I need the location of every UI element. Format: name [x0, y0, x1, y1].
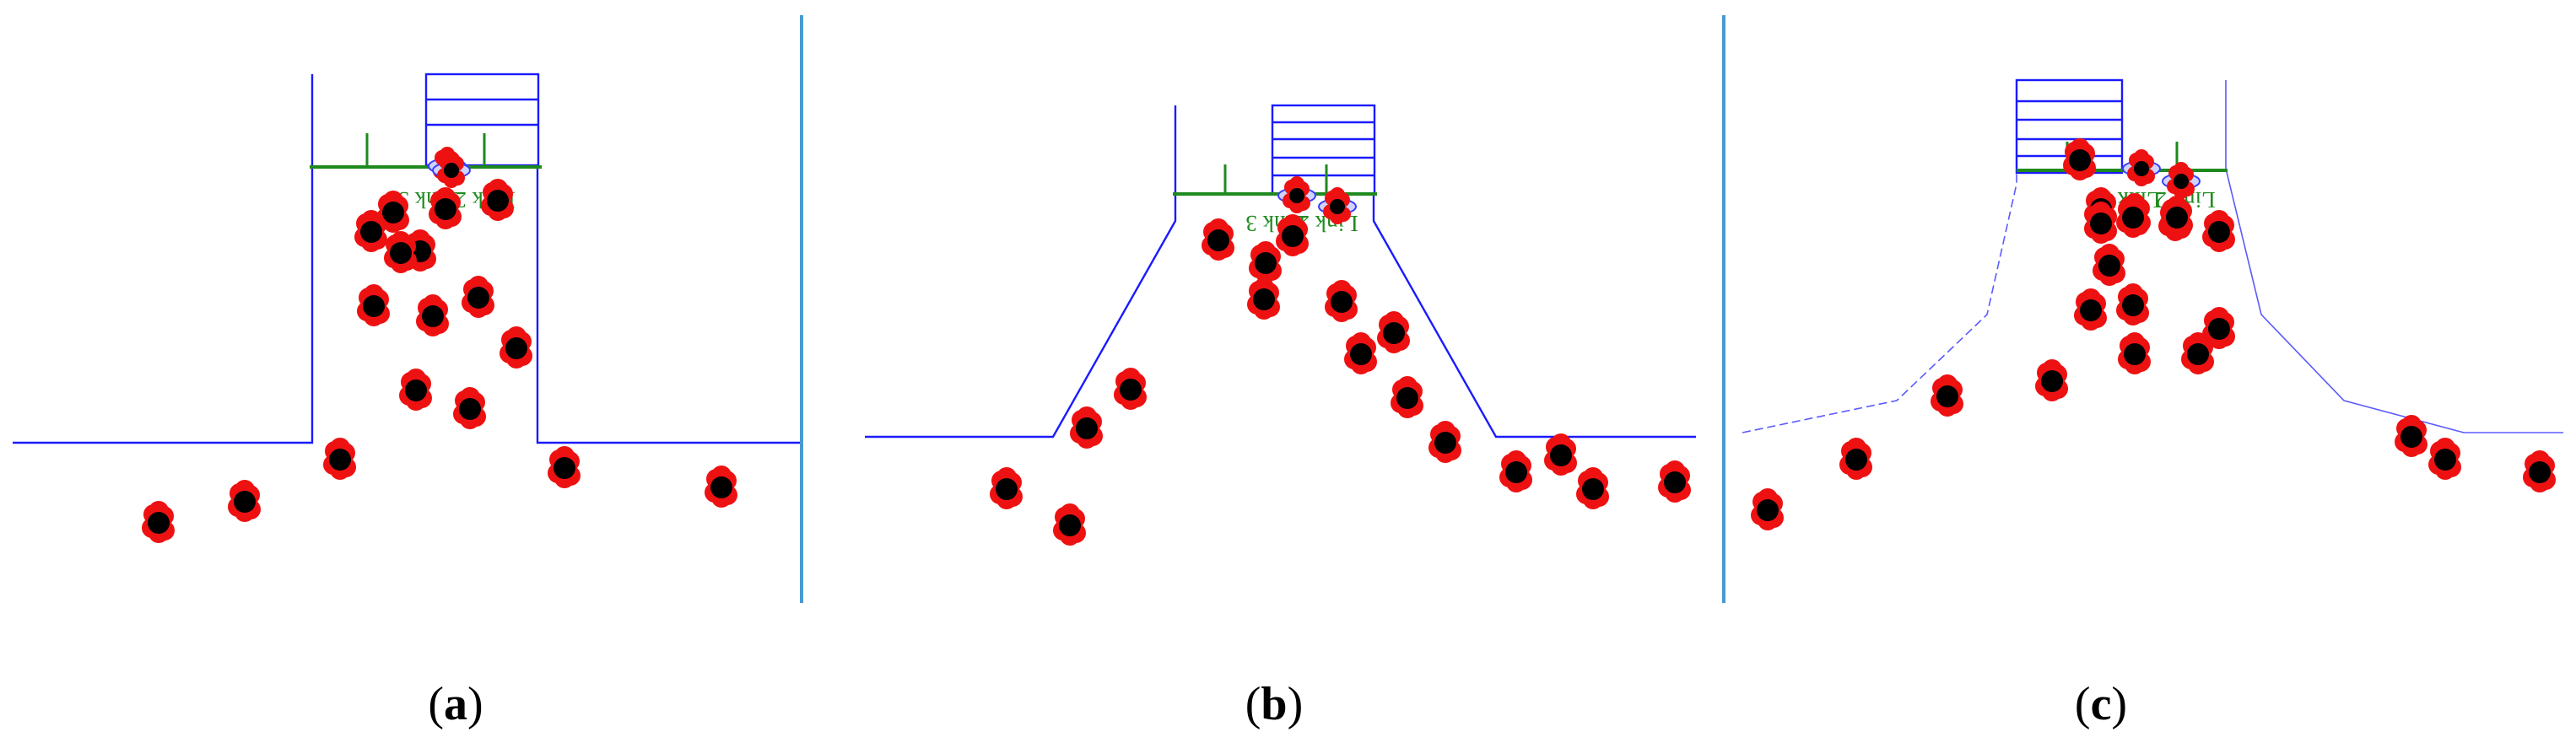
panel-c-particle — [2063, 138, 2096, 180]
panel-c-particle — [1931, 374, 1963, 417]
panel-c-particle — [2160, 196, 2193, 238]
panel-c-wall — [1742, 173, 2017, 433]
panel-b-particle — [1428, 421, 1461, 463]
panel-b-particle — [1318, 187, 1357, 224]
panel-a-particles — [142, 147, 737, 543]
caption-c: (c) — [2075, 678, 2127, 730]
panel-b-particle — [1249, 241, 1282, 283]
panel-c: Link 2 Link 3 — [1742, 78, 2563, 530]
panel-a-particle — [429, 187, 462, 229]
panel-c-particle — [1839, 438, 1872, 480]
panel-c-particle — [2093, 244, 2125, 286]
panel-b-particle — [1544, 433, 1577, 476]
panel-c-particle — [2116, 196, 2149, 238]
panel-c-particle — [2181, 332, 2214, 374]
panel-b-particle — [1277, 176, 1316, 213]
panel-a-wall — [13, 74, 314, 444]
caption-b: (b) — [1245, 678, 1303, 730]
panel-a-particle — [354, 210, 387, 252]
panel-b-particle — [1391, 376, 1423, 418]
panel-c-particle — [2202, 210, 2235, 252]
panel-b-particle — [1344, 332, 1377, 374]
panel-a-particle — [142, 501, 175, 543]
panel-c-particle — [2118, 332, 2151, 374]
panel-c-particle — [2523, 450, 2556, 492]
panel-c-particle — [2035, 359, 2068, 401]
panel-c-particle — [2084, 202, 2117, 244]
panel-c-particle — [1751, 488, 1784, 530]
panel-c-particle — [2395, 415, 2427, 457]
panel-b-particle — [1202, 218, 1234, 261]
panel-a-particle — [384, 231, 417, 273]
panel-b-particle — [1276, 214, 1309, 256]
panel-a-particle — [376, 191, 409, 233]
panel-b-wall-right — [1372, 194, 1696, 439]
panel-a-particle — [453, 387, 486, 429]
panel-a-particle — [705, 465, 737, 508]
panel-a-particle — [548, 446, 581, 488]
panel-a-particle — [228, 480, 261, 522]
panel-c-particle — [2074, 288, 2107, 331]
panel-b-particle — [1325, 280, 1358, 322]
panel-a-wall-right — [536, 165, 802, 444]
panel-a-particle — [416, 294, 449, 336]
panel-b-particle — [1053, 503, 1086, 546]
panel-c-particle — [2116, 283, 2149, 326]
panel-a: Link 2 Link 3 — [13, 73, 802, 543]
panel-b-wall — [865, 105, 1177, 439]
panel-c-particle — [2162, 162, 2201, 199]
panel-c-particle — [2428, 438, 2461, 480]
panel-a-particle — [462, 276, 494, 318]
panel-b-stacked-box — [1271, 104, 1376, 196]
panel-b-particle — [1247, 277, 1280, 320]
panel-a-particle — [399, 369, 432, 411]
panel-a-particle — [357, 284, 390, 326]
panel-b-particle — [1070, 406, 1103, 449]
panel-b-particle — [1499, 450, 1532, 492]
panel-b-particles — [990, 176, 1691, 546]
panel-b-particle — [1576, 467, 1609, 509]
panel-b-particle — [1658, 460, 1691, 503]
panel-c-particle — [2122, 149, 2161, 186]
panel-a-particle — [432, 151, 471, 188]
panel-b-particle — [1114, 368, 1147, 410]
panel-b: Link 2 Link 3 — [865, 104, 1696, 546]
panel-c-particles — [1751, 138, 2556, 530]
panel-a-particle — [323, 438, 356, 480]
panel-c-wall-right — [2225, 80, 2563, 433]
caption-a: (a) — [428, 678, 483, 730]
panel-a-particle — [500, 326, 532, 369]
panel-b-particle — [990, 467, 1023, 509]
panel-a-particle — [481, 179, 514, 221]
panel-b-particle — [1377, 311, 1410, 353]
